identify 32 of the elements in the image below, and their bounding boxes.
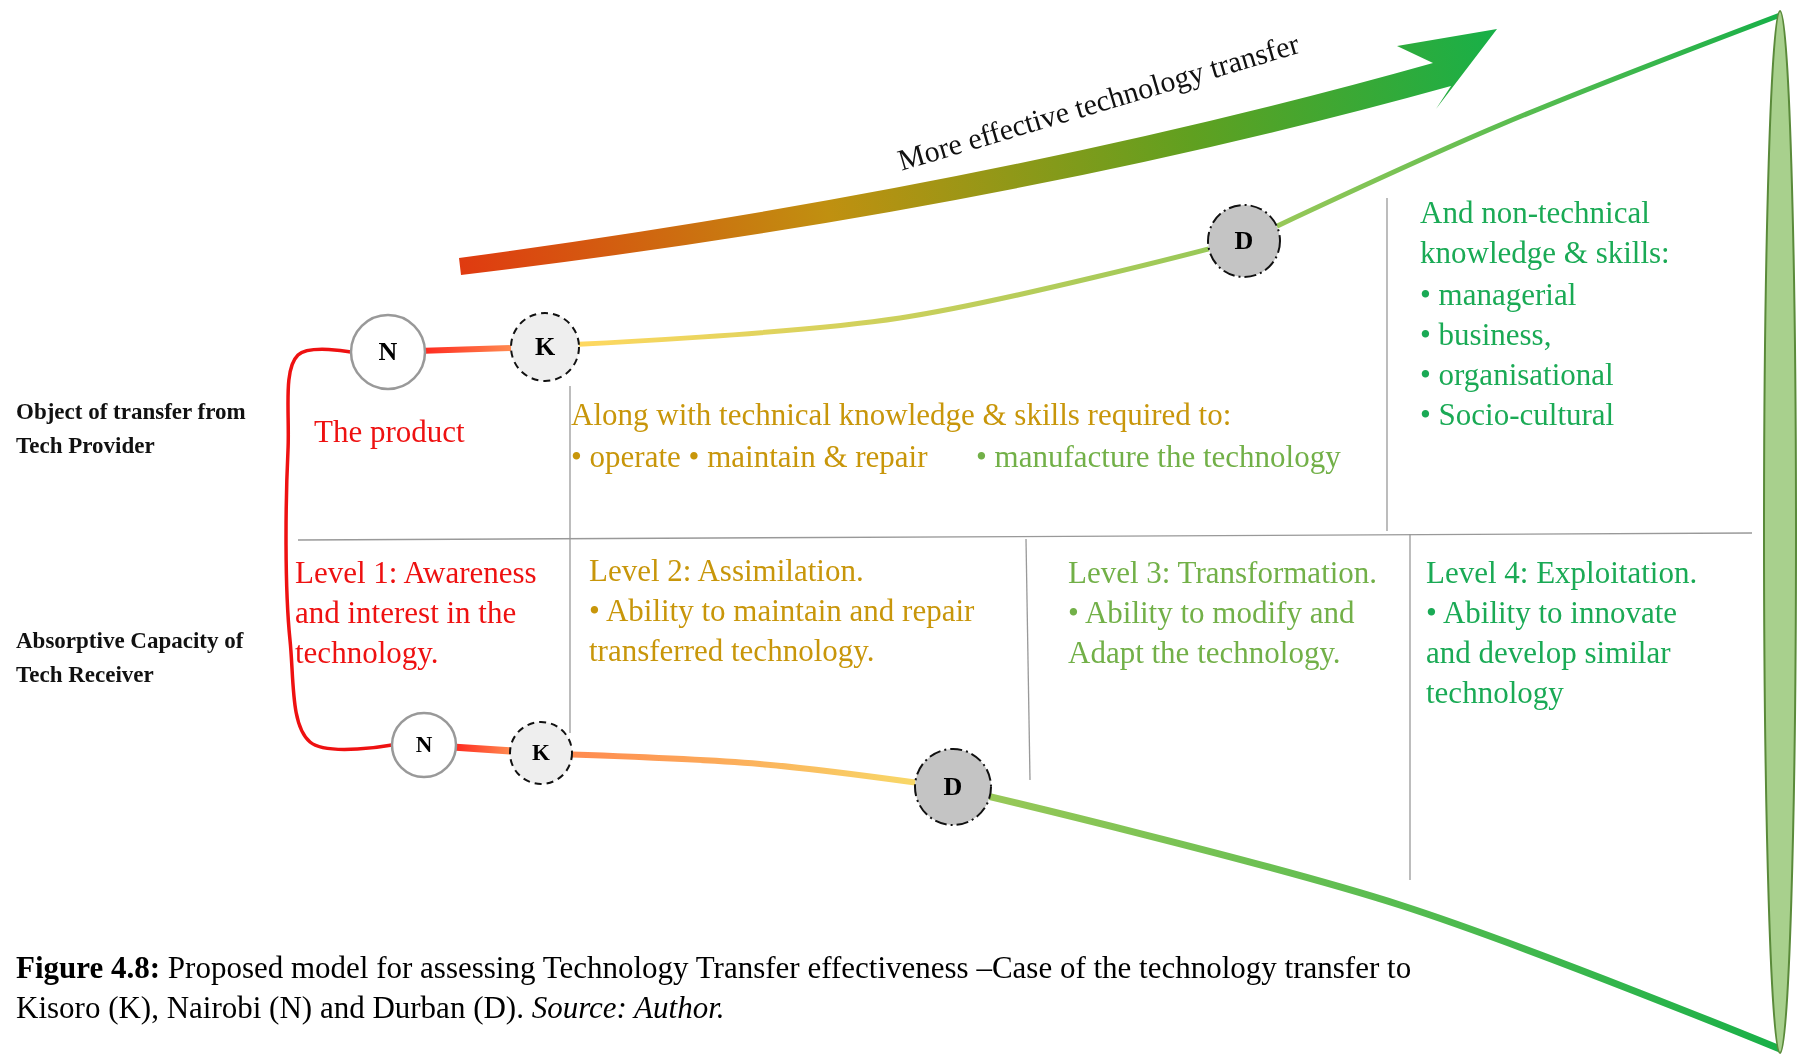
site-initial: N bbox=[377, 340, 399, 364]
cell-text: And non-technical knowledge & skills: bbox=[1420, 194, 1671, 272]
cell-text: The product bbox=[314, 413, 466, 451]
level-text: • Ability to modify and Adapt the technology. bbox=[1068, 594, 1356, 672]
bracket-line bbox=[284, 347, 393, 752]
level-heading: Level 2: Assimilation. bbox=[589, 552, 865, 590]
cell-text: • manufacture the technology bbox=[976, 438, 1342, 476]
level-text: • Ability to maintain and repair transferred technology. bbox=[589, 592, 976, 670]
path-line bbox=[424, 345, 512, 354]
list-item: • business, bbox=[1420, 316, 1553, 354]
level-text: • Ability to innovate and develop similar technology bbox=[1426, 594, 1679, 712]
path-line bbox=[1275, 12, 1781, 229]
level-text: Level 1: Awareness and interest in the technology. bbox=[295, 554, 538, 672]
path-line bbox=[571, 751, 916, 786]
list-item: • Socio-cultural bbox=[1420, 396, 1616, 434]
site-initial: K bbox=[531, 741, 551, 765]
cell-text: Along with technical knowledge & skills required to: bbox=[571, 396, 1233, 434]
row-heading: Object of transfer from Tech Provider bbox=[16, 398, 246, 460]
path-line bbox=[578, 246, 1210, 347]
site-initial: K bbox=[533, 335, 557, 359]
site-initial: N bbox=[414, 733, 434, 757]
level-heading: Level 4: Exploitation. bbox=[1426, 554, 1699, 592]
level-heading: Level 3: Transformation. bbox=[1068, 554, 1379, 592]
site-initial: D bbox=[942, 775, 964, 799]
row-heading: Absorptive Capacity of Tech Receiver bbox=[16, 627, 245, 689]
figure-caption: Figure 4.8: Proposed model for assessing Technology Transfer effectiveness –Case of the technology transfer to Kisoro (K), Nairobi (N) and Durban (D). Source: Author. bbox=[16, 949, 1413, 1027]
list-item: • organisational bbox=[1420, 356, 1615, 394]
path-line bbox=[455, 743, 511, 755]
list-item: • managerial bbox=[1420, 276, 1578, 314]
cell-text: • operate • maintain & repair bbox=[571, 438, 929, 476]
arrow-label: More effective technology transfer bbox=[892, 25, 1304, 179]
site-initial: D bbox=[1233, 229, 1255, 253]
